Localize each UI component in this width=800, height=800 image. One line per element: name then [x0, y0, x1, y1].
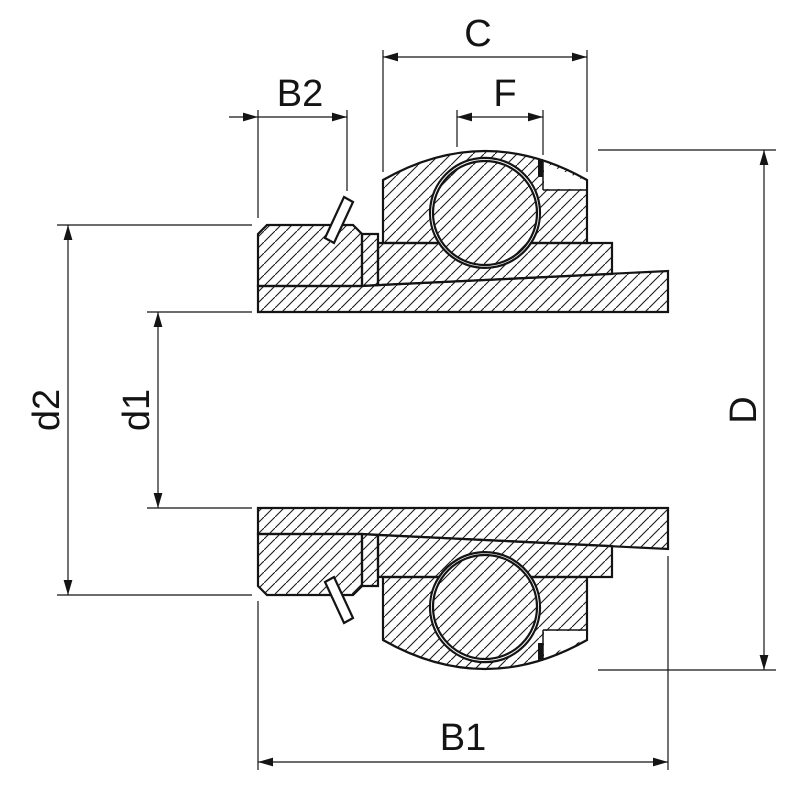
arrowhead — [759, 150, 769, 165]
outer-ring-bottom-section — [381, 575, 589, 670]
outer-ring-relief-top — [544, 163, 586, 189]
outer-ring-relief-bottom — [544, 631, 586, 657]
dimension-label-d1: d1 — [116, 389, 158, 431]
lock-washer-top-section — [360, 232, 380, 288]
dimensions: C B2 F — [26, 13, 776, 770]
dimension-label-b1: B1 — [440, 717, 486, 759]
arrowhead — [243, 112, 258, 122]
outer-ring-top-section — [381, 150, 589, 245]
dimension-label-d: D — [723, 396, 765, 423]
lock-washer-bottom-section — [360, 532, 380, 588]
arrowhead — [457, 112, 472, 122]
arrowhead — [572, 52, 587, 62]
arrowhead — [759, 655, 769, 670]
dimension-label-d2: d2 — [26, 389, 68, 431]
bearing-section — [256, 150, 670, 670]
locknut-top-section — [256, 223, 364, 288]
arrowhead — [383, 52, 398, 62]
ball-top-section — [431, 159, 539, 267]
dimension-label-b2: B2 — [277, 73, 323, 115]
arrowhead — [653, 757, 668, 767]
arrowhead — [153, 493, 163, 508]
dimension-d: D — [598, 149, 776, 671]
inner-ring-top-section — [376, 241, 614, 287]
dimension-d1: d1 — [116, 311, 252, 509]
inner-ring-bottom-section — [376, 533, 614, 579]
dimension-c: C — [382, 13, 588, 172]
arrowhead — [258, 757, 273, 767]
dimension-b1: B1 — [257, 556, 669, 770]
dimension-b2: B2 — [229, 73, 348, 218]
ball-bottom-section — [431, 553, 539, 661]
arrowhead — [153, 312, 163, 327]
dimension-d2: d2 — [26, 224, 252, 596]
arrowhead — [63, 580, 73, 595]
dimension-f: F — [456, 73, 544, 155]
arrowhead — [63, 225, 73, 240]
lock-washer-tab-top — [323, 195, 355, 245]
lock-washer-tab-bottom — [323, 575, 355, 625]
arrowhead — [528, 112, 543, 122]
arrowhead — [332, 112, 347, 122]
dimension-label-c: C — [464, 13, 491, 55]
locknut-bottom-section — [256, 532, 364, 597]
dimension-label-f: F — [493, 73, 516, 115]
